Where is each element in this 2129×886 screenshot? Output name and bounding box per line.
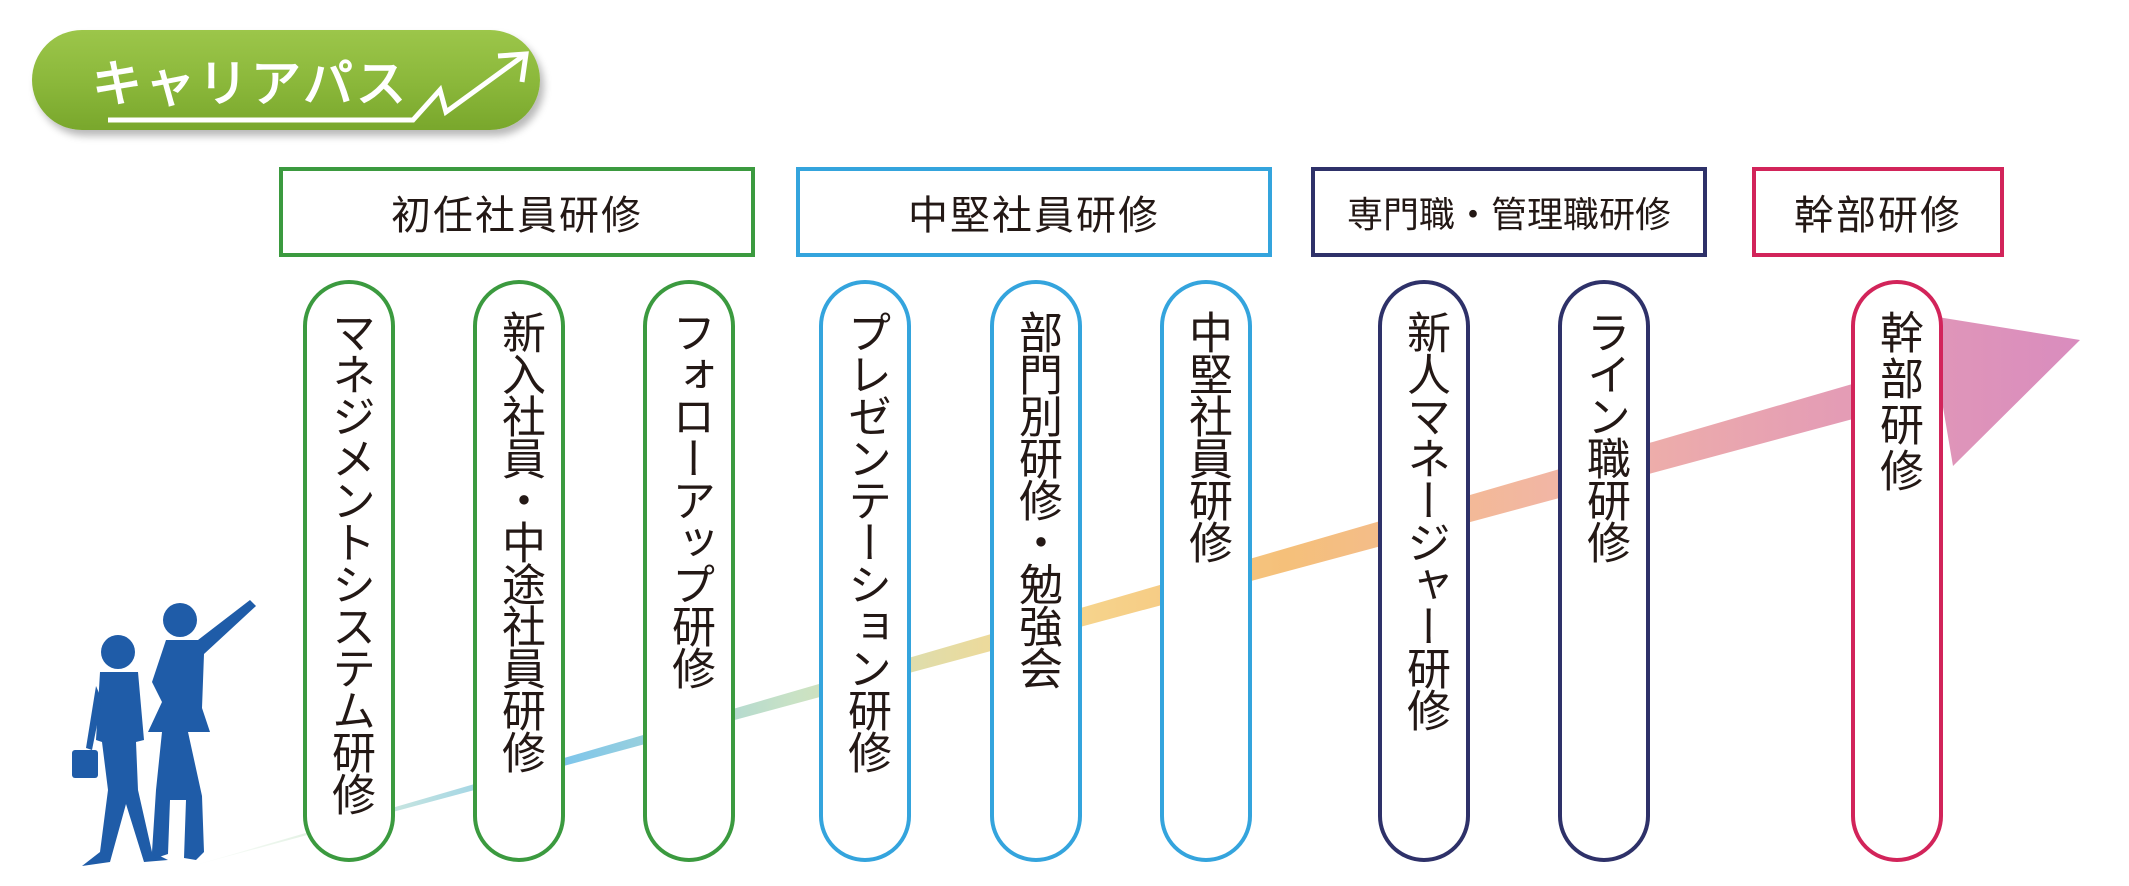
program-new-manager: 新人マネージャー研修 [1378, 280, 1470, 862]
category-executive: 幹部研修 [1752, 167, 2004, 257]
program-label: ライン職研修 [1579, 310, 1630, 562]
program-department: 部門別研修・勉強会 [990, 280, 1082, 862]
program-line-staff: ライン職研修 [1558, 280, 1650, 862]
category-midlevel: 中堅社員研修 [796, 167, 1272, 257]
program-presentation: プレゼンテーション研修 [819, 280, 911, 862]
program-midlevel: 中堅社員研修 [1160, 280, 1252, 862]
arrow-up-right-icon [108, 51, 529, 123]
program-label: マネジメントシステム研修 [324, 310, 375, 814]
program-label: 新人マネージャー研修 [1399, 310, 1450, 730]
category-newcomer: 初任社員研修 [279, 167, 755, 257]
category-label: 幹部研修 [1794, 193, 1962, 239]
category-label: 初任社員研修 [391, 193, 643, 239]
program-label: 新入社員・中途社員研修 [494, 310, 545, 772]
program-executive: 幹部研修 [1851, 280, 1943, 862]
business-people-icon [72, 600, 256, 866]
program-follow-up: フォローアップ研修 [643, 280, 735, 862]
program-management-system: マネジメントシステム研修 [303, 280, 395, 862]
category-label: 中堅社員研修 [908, 193, 1160, 239]
program-label: フォローアップ研修 [664, 310, 715, 688]
title-badge: キャリアパス [32, 30, 540, 130]
category-label: 専門職・管理職研修 [1346, 195, 1671, 236]
program-label: 幹部研修 [1872, 310, 1923, 494]
category-specialist-manager: 専門職・管理職研修 [1311, 167, 1707, 257]
program-label: プレゼンテーション研修 [840, 310, 891, 772]
page-title: キャリアパス [92, 55, 409, 113]
program-new-hire: 新入社員・中途社員研修 [473, 280, 565, 862]
program-label: 部門別研修・勉強会 [1011, 310, 1062, 688]
program-label: 中堅社員研修 [1181, 310, 1232, 562]
